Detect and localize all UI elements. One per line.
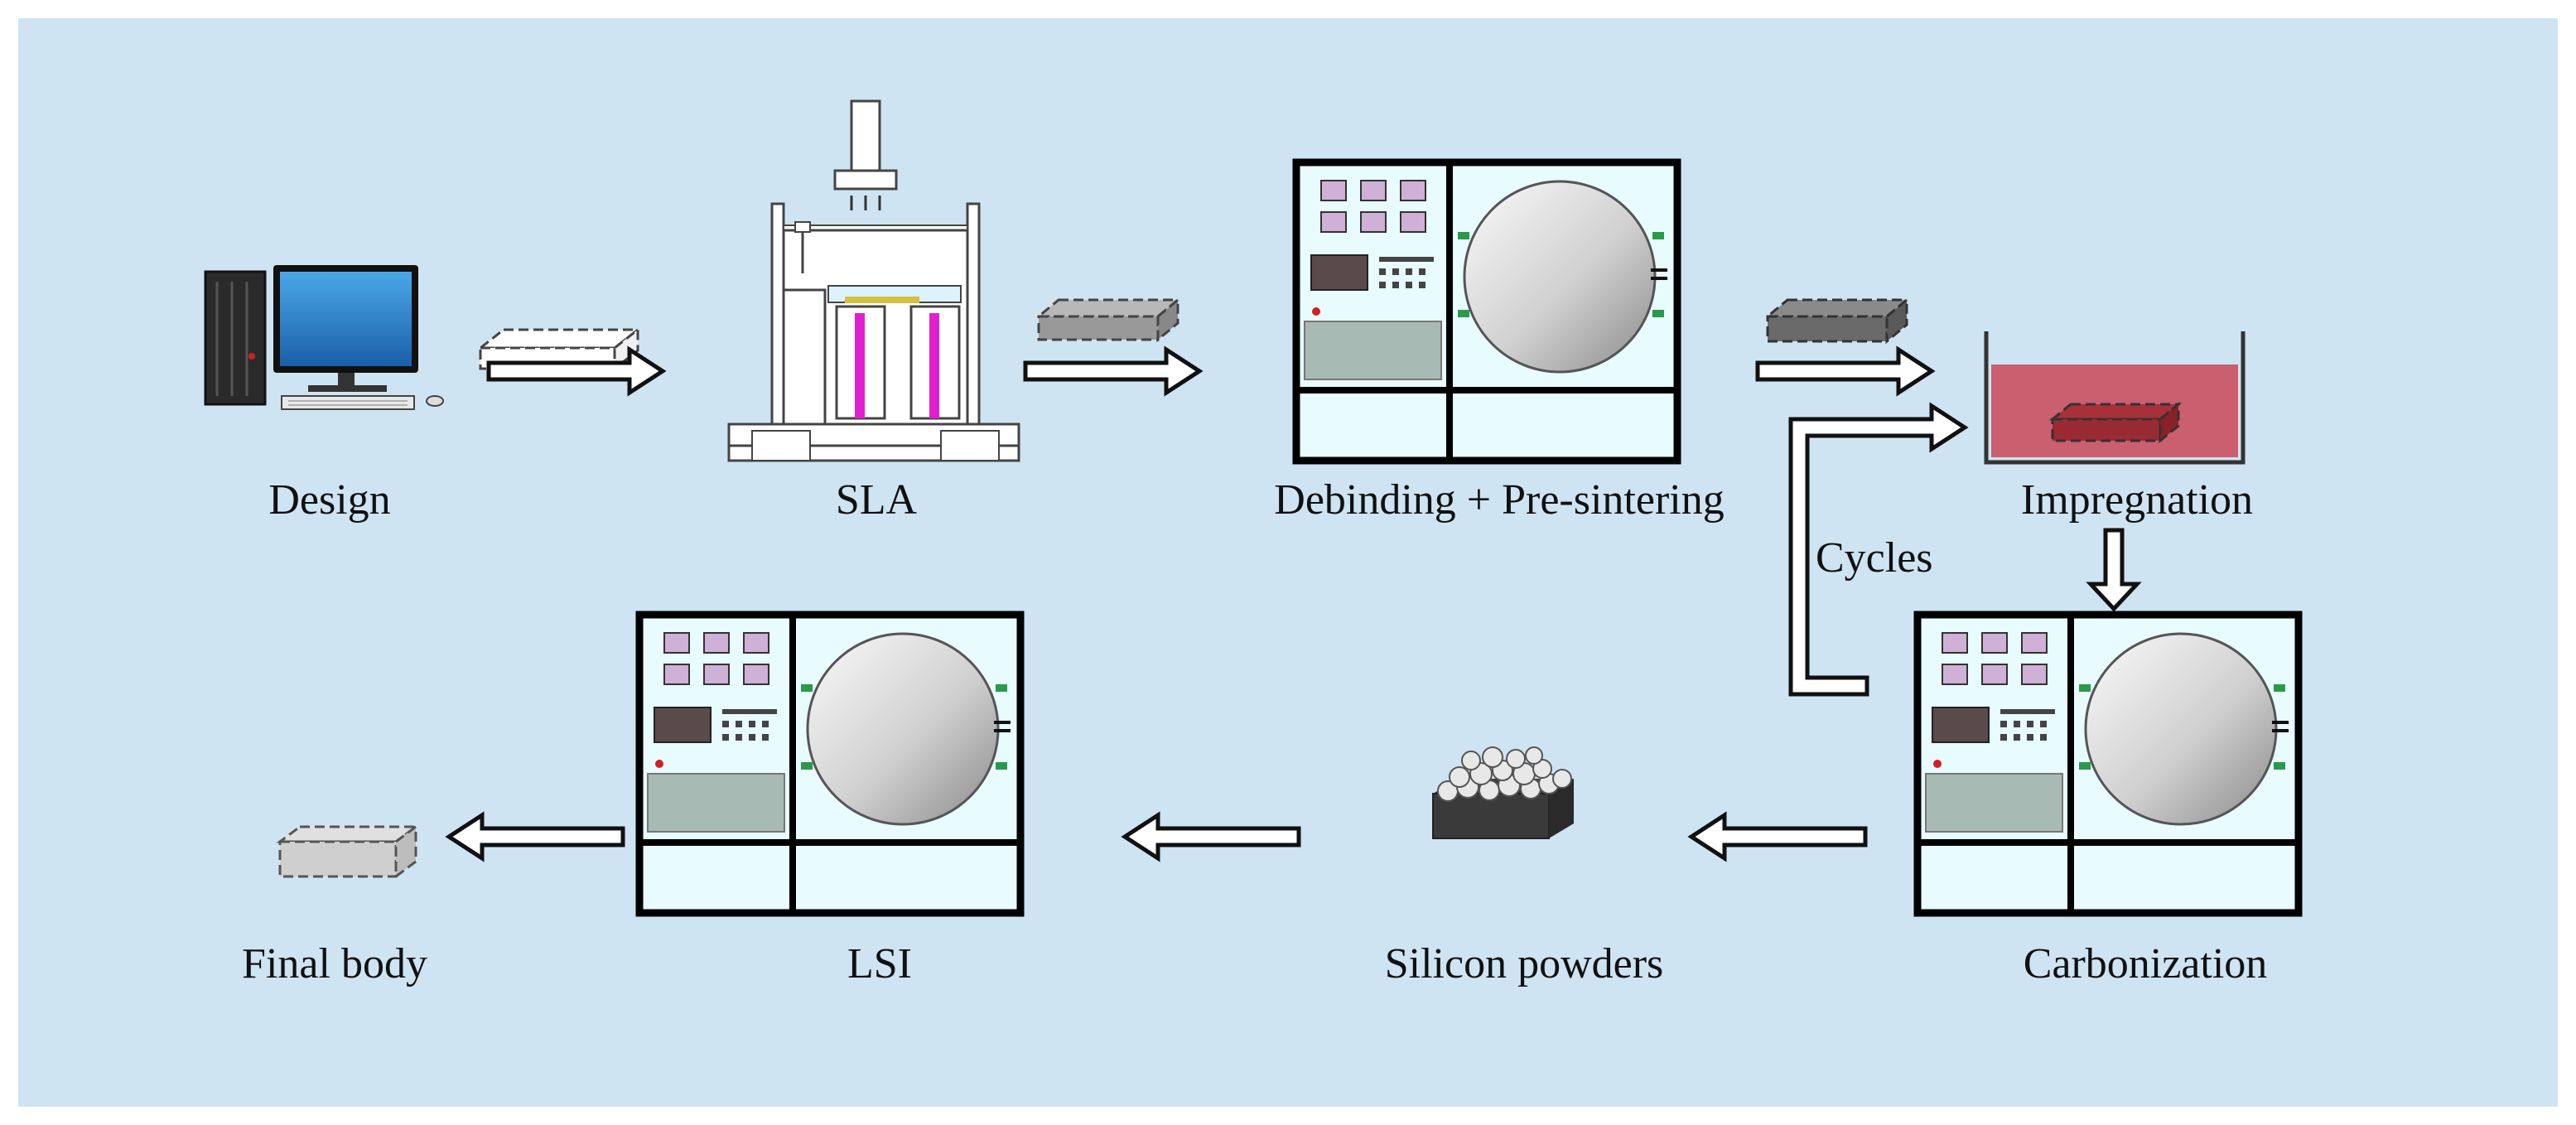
step-label-debinding: Debinding + Pre-sintering (1274, 476, 1724, 524)
vacuum-furnace-icon (1296, 162, 1677, 461)
step-label-impregnation: Impregnation (2021, 476, 2253, 524)
step-label-sla: SLA (836, 476, 918, 524)
cycles-loop-arrow (1788, 402, 1969, 697)
vacuum-furnace-icon (1918, 615, 2299, 913)
sla-printer-icon (727, 99, 1020, 462)
cycles-label: Cycles (1816, 534, 1933, 582)
part-block-icon (276, 824, 420, 879)
impregnation-tank-icon (1984, 331, 2246, 465)
step-label-final: Final body (242, 940, 427, 987)
part-block-icon (1035, 297, 1182, 343)
desktop-computer-icon (204, 265, 444, 410)
flow-arrow-down (2086, 528, 2142, 612)
step-label-design: Design (268, 476, 390, 524)
part-block-icon (1763, 297, 1911, 345)
diagram-background (18, 18, 2558, 1107)
silicon-powder-icon (1432, 746, 1574, 839)
step-label-silicon: Silicon powders (1385, 940, 1664, 987)
vacuum-furnace-icon (639, 615, 1020, 913)
step-label-carbonization: Carbonization (2024, 940, 2268, 987)
step-label-lsi: LSI (847, 940, 912, 987)
